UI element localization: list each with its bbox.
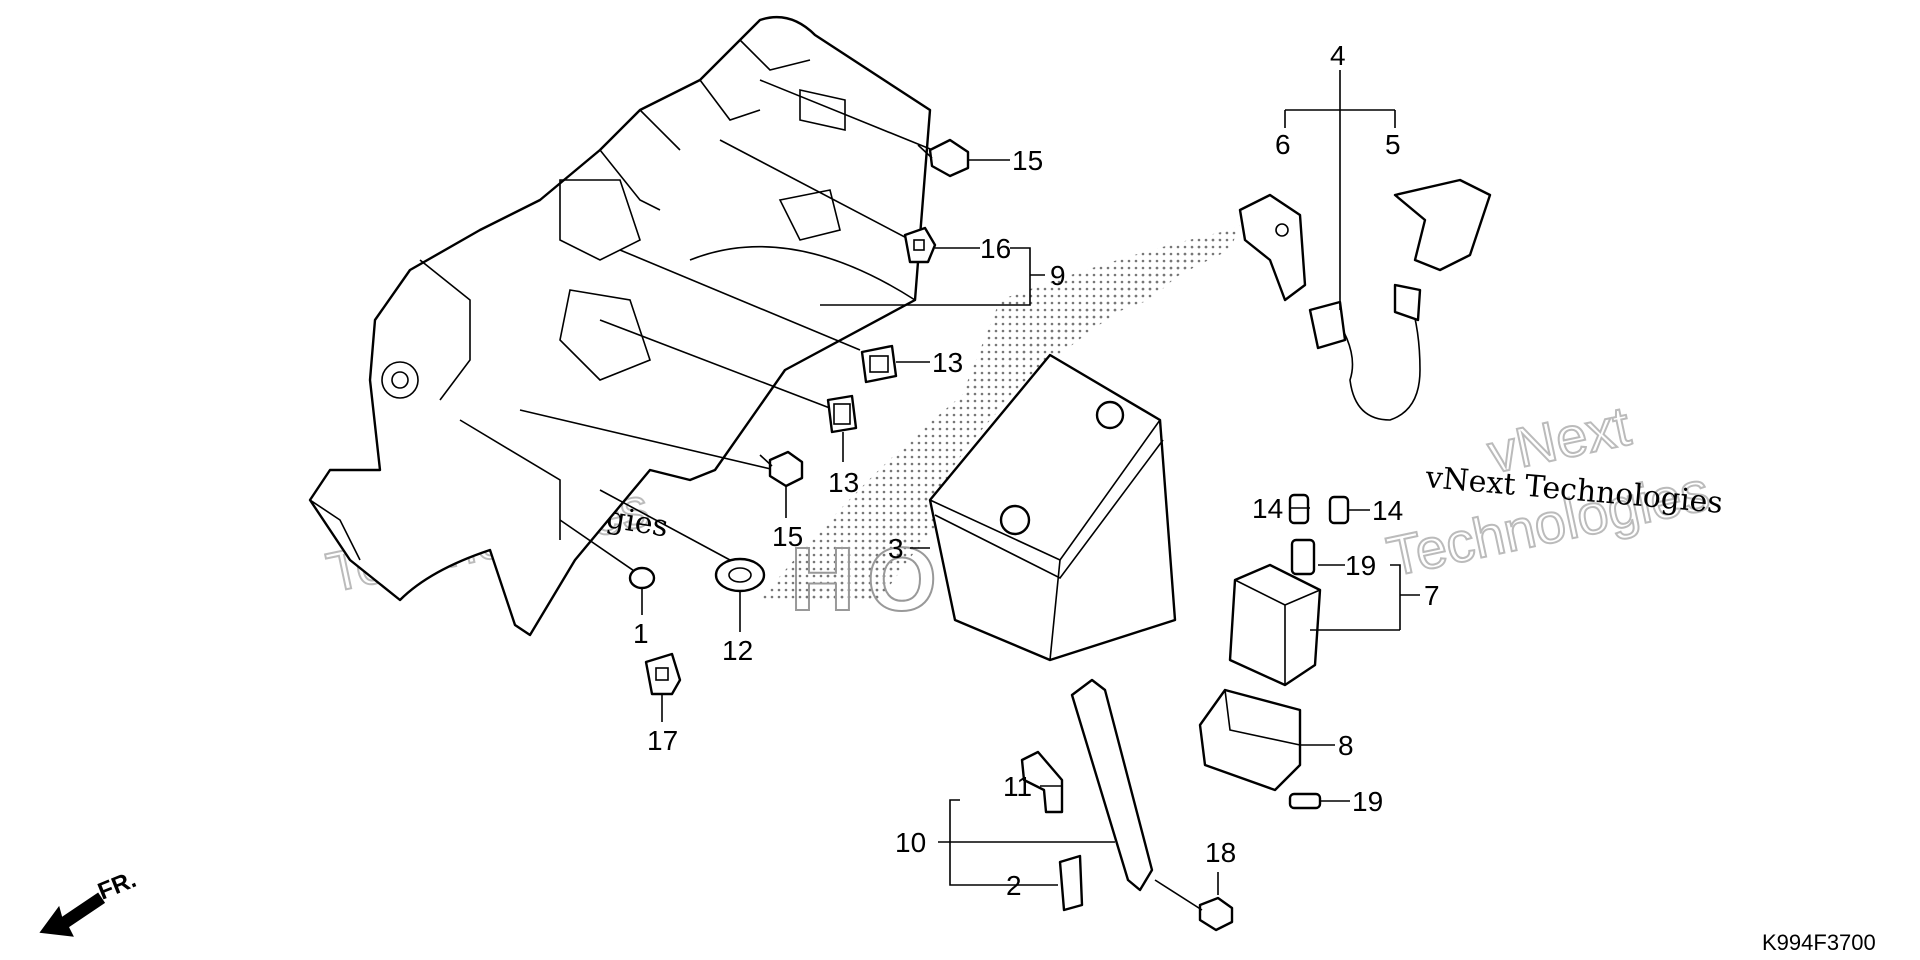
callout-8: 8: [1338, 730, 1354, 761]
cushion-2: [1058, 854, 1084, 912]
callout-19-upper: 19: [1345, 550, 1376, 581]
front-direction-arrow: FR.: [39, 866, 140, 937]
grommet-12: [714, 557, 766, 593]
fuse-19-upper: [1290, 538, 1316, 576]
callout-11: 11: [1003, 771, 1032, 802]
clip-nut-17: [644, 652, 682, 696]
callout-leaders: [641, 70, 1420, 895]
callout-14-left: 14: [1252, 493, 1283, 524]
callout-13-upper: 13: [932, 347, 963, 378]
callout-5: 5: [1385, 129, 1401, 160]
callout-12: 12: [722, 635, 753, 666]
callout-1: 1: [633, 618, 649, 649]
callout-14-right: 14: [1372, 495, 1403, 526]
sub-harness-4: [1308, 283, 1422, 421]
front-direction-label: FR.: [94, 866, 140, 906]
rubber-13-upper: [860, 344, 898, 384]
drawing-code: K994F3700: [1762, 930, 1876, 955]
terminal-cover-5: [1393, 178, 1492, 272]
battery-band-10: [1070, 678, 1154, 892]
callout-7: 7: [1424, 580, 1440, 611]
fuse-14-a: [1288, 493, 1310, 525]
terminal-cover-6: [1238, 193, 1307, 302]
fuse-19-lower: [1288, 792, 1322, 810]
callout-13-lower: 13: [828, 467, 859, 498]
bolt-15-top: [917, 138, 970, 178]
callout-3: 3: [888, 533, 904, 564]
callout-4: 4: [1330, 40, 1346, 71]
callout-10: 10: [895, 827, 926, 858]
collar-1: [628, 566, 656, 590]
callout-6: 6: [1275, 129, 1291, 160]
fuse-14-b: [1328, 495, 1350, 525]
battery-3: [928, 353, 1177, 662]
relay-cover-8: [1198, 688, 1302, 792]
rubber-13-lower: [826, 394, 858, 434]
leader-lines: [519, 79, 946, 576]
starter-relay-7: [1228, 563, 1322, 687]
clip-nut-16: [903, 226, 937, 264]
cushion-11: [1020, 750, 1064, 814]
callout-17: 17: [647, 725, 678, 756]
bolt-18: [1154, 879, 1234, 932]
callout-2: 2: [1006, 870, 1022, 901]
battery-case: [308, 15, 932, 637]
bolt-15-lower: [759, 450, 804, 488]
callout-19-lower: 19: [1352, 786, 1383, 817]
callout-15-lower: 15: [772, 521, 803, 552]
callout-18: 18: [1205, 837, 1236, 868]
callout-15-top: 15: [1012, 145, 1043, 176]
callout-16: 16: [980, 233, 1011, 264]
callout-9: 9: [1050, 260, 1066, 291]
callout-labels: 15 16 9 13 13 15 12 1 17 3 4 6 5 14 14 1…: [633, 40, 1440, 901]
